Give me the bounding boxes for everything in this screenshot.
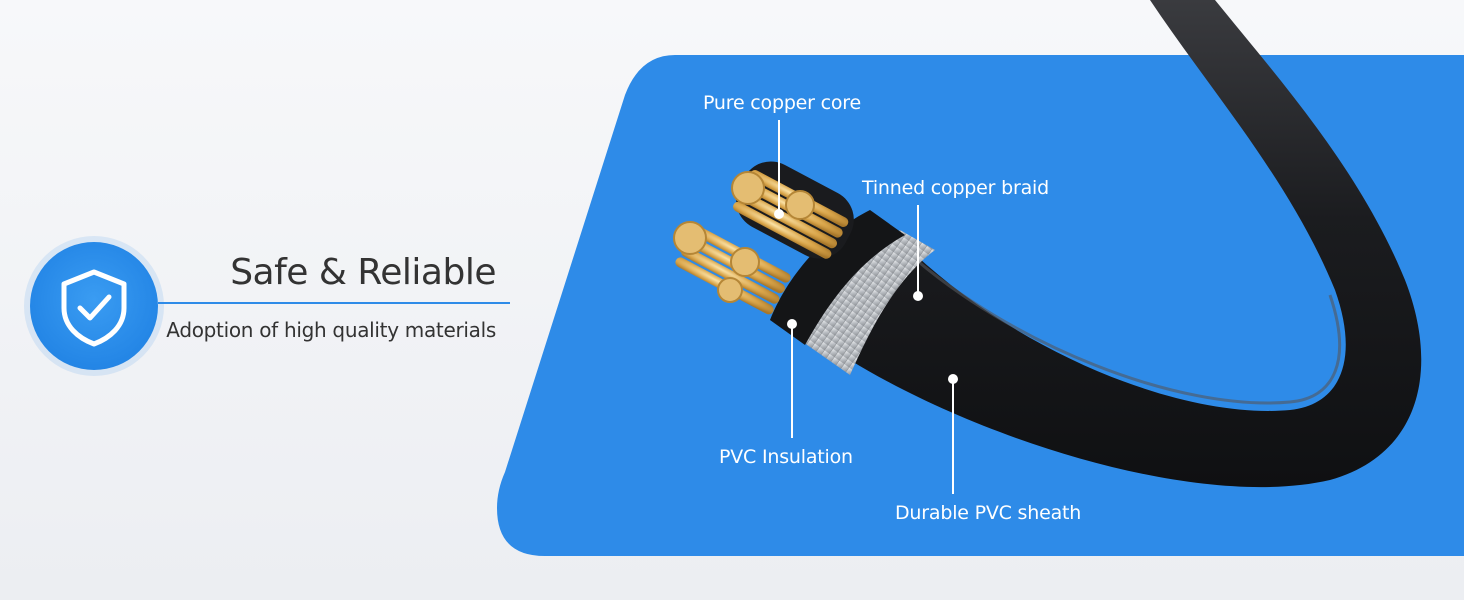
- tinned-braid: [800, 230, 935, 375]
- feature-badge: [30, 242, 158, 370]
- callout-leader-insulation: [787, 319, 797, 438]
- callout-leader-sheath: [948, 374, 958, 494]
- shield-check-icon: [61, 269, 127, 347]
- pvc-insulation-jacket: [770, 210, 905, 345]
- feature-subtitle: Adoption of high quality materials: [166, 318, 496, 342]
- cable-sheath: [850, 0, 1422, 488]
- title-divider: [158, 302, 510, 304]
- label-pure-copper-core: Pure copper core: [703, 92, 861, 114]
- copper-conductor-upper: [731, 161, 854, 259]
- label-tinned-copper-braid: Tinned copper braid: [862, 177, 1049, 199]
- callout-leader-braid: [913, 205, 923, 301]
- label-durable-pvc-sheath: Durable PVC sheath: [895, 502, 1082, 524]
- feature-title: Safe & Reliable: [230, 252, 496, 293]
- label-pvc-insulation: PVC Insulation: [719, 446, 853, 468]
- copper-conductor-lower: [673, 221, 791, 315]
- callout-leader-copper: [774, 120, 784, 219]
